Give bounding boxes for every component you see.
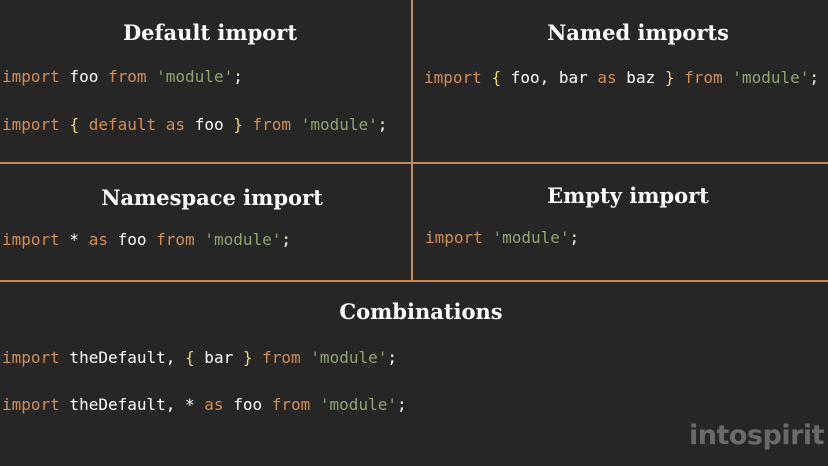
code-token-id <box>79 115 89 134</box>
vertical-divider <box>411 0 413 282</box>
code-token-id: * <box>59 230 89 249</box>
code-token-id <box>156 115 166 134</box>
code-token-pun: ; <box>281 230 292 249</box>
code-line: import { foo, bar as baz } from 'module'… <box>424 68 819 87</box>
code-token-br: { <box>491 68 502 87</box>
code-token-br: { <box>185 348 195 367</box>
panel-title-default-import: Default import <box>122 20 298 45</box>
code-token-str: 'module' <box>732 68 810 87</box>
code-token-kw: from <box>262 348 301 367</box>
code-token-kw: import <box>2 67 60 86</box>
code-token-id: bar <box>194 348 243 367</box>
code-token-kw: import <box>2 230 60 249</box>
code-token-pun: ; <box>377 115 388 134</box>
code-token-id <box>310 395 320 414</box>
panel-title-namespace-import: Namespace import <box>101 185 323 210</box>
code-token-id <box>291 115 301 134</box>
code-token-kw: default <box>88 115 157 134</box>
panel-title-named-imports: Named imports <box>547 20 729 45</box>
code-token-id <box>195 230 205 249</box>
code-token-kw: as <box>204 395 224 414</box>
code-token-kw: as <box>597 68 617 87</box>
code-token-id: foo <box>107 230 157 249</box>
code-token-kw: import <box>424 68 482 87</box>
code-token-id <box>483 228 493 247</box>
code-token-br: { <box>69 115 80 134</box>
code-token-id <box>674 68 684 87</box>
code-line: import 'module'; <box>425 228 579 247</box>
code-token-id <box>60 115 70 134</box>
code-token-pun: ; <box>809 68 819 87</box>
code-token-str: 'module' <box>319 395 397 414</box>
code-token-str: 'module' <box>156 67 234 86</box>
code-token-pun: ; <box>569 228 580 247</box>
code-token-id: foo <box>223 395 272 414</box>
code-token-br: } <box>664 68 675 87</box>
code-token-kw: from <box>107 67 147 86</box>
code-line: import { default as foo } from 'module'; <box>2 115 387 134</box>
code-token-id <box>723 68 733 87</box>
code-token-id <box>147 67 157 86</box>
code-token-id <box>482 68 492 87</box>
code-token-kw: import <box>425 228 483 247</box>
code-token-kw: from <box>252 115 292 134</box>
code-token-id: foo <box>185 115 234 134</box>
horizontal-divider-bottom <box>0 280 828 282</box>
code-token-id: foo <box>59 67 108 86</box>
horizontal-divider-top <box>0 162 828 164</box>
code-token-id <box>243 115 253 134</box>
panel-title-empty-import: Empty import <box>547 183 709 208</box>
code-token-str: 'module' <box>310 348 388 367</box>
code-line: import theDefault, * as foo from 'module… <box>2 395 407 414</box>
code-token-id: baz <box>616 68 665 87</box>
code-token-kw: import <box>2 348 60 367</box>
code-token-kw: from <box>684 68 723 87</box>
code-token-br: } <box>233 115 243 134</box>
code-line: import foo from 'module'; <box>2 67 243 86</box>
code-token-id <box>252 348 262 367</box>
code-token-kw: import <box>2 115 60 134</box>
code-token-pun: ; <box>387 348 397 367</box>
code-token-pun: ; <box>396 395 407 414</box>
code-token-id: foo, bar <box>501 68 598 87</box>
code-token-str: 'module' <box>300 115 378 134</box>
intospirit-logo: intospirit <box>689 420 825 451</box>
code-line: import * as foo from 'module'; <box>2 230 291 249</box>
code-token-id: theDefault, <box>59 348 186 367</box>
code-token-id: theDefault, * <box>59 395 205 414</box>
code-token-kw: as <box>165 115 186 134</box>
code-token-pun: ; <box>233 67 243 86</box>
code-token-kw: as <box>88 230 108 249</box>
code-line: import theDefault, { bar } from 'module'… <box>2 348 397 367</box>
code-token-br: } <box>242 348 253 367</box>
code-token-kw: from <box>271 395 311 414</box>
code-token-str: 'module' <box>492 228 570 247</box>
code-token-kw: import <box>2 395 60 414</box>
code-token-kw: from <box>156 230 195 249</box>
code-token-str: 'module' <box>204 230 282 249</box>
panel-title-combinations: Combinations <box>339 299 503 324</box>
code-token-id <box>301 348 311 367</box>
